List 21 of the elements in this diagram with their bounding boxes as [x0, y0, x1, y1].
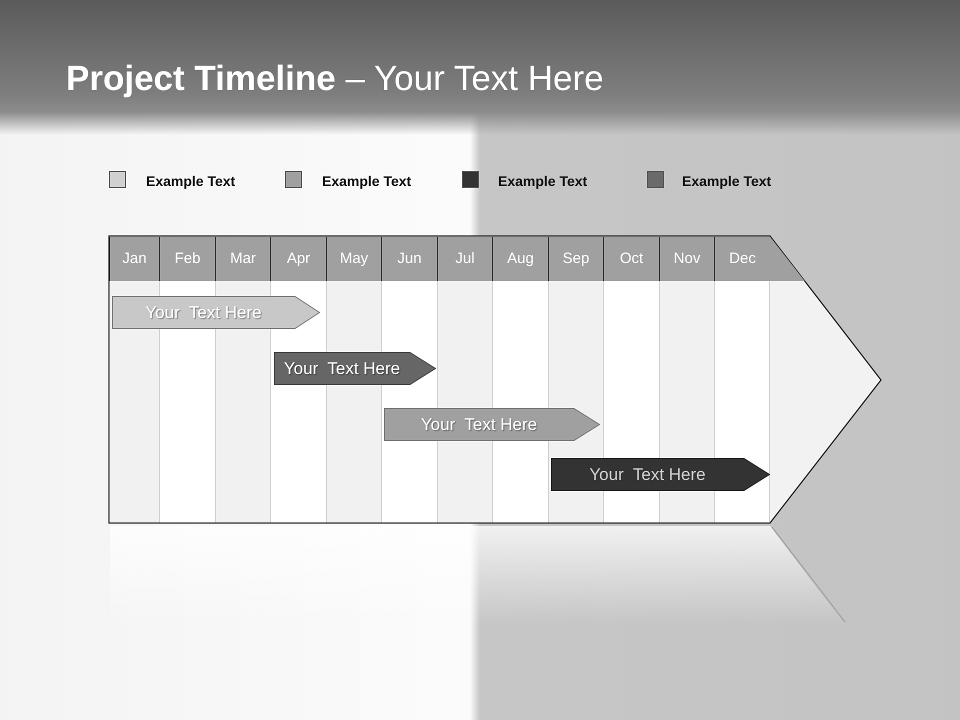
month-header-cell: Aug [492, 237, 548, 281]
month-header-cell: Apr [270, 237, 326, 281]
legend-label: Example Text [498, 172, 588, 190]
gantt-bar: Your Text Here [384, 408, 600, 441]
gantt-bar: Your Text Here [112, 296, 320, 329]
slide-title: Project Timeline – Your Text Here [66, 58, 604, 100]
gantt-bar: Your Text Here [274, 352, 436, 385]
month-header-cell: Mar [215, 237, 270, 281]
legend-label: Example Text [682, 172, 772, 190]
month-header-cell: Jul [437, 237, 492, 281]
legend-label: Example Text [322, 172, 412, 190]
month-header-cell: Jan [109, 237, 159, 281]
month-header-cell: Sep [548, 237, 603, 281]
month-header-cell: Oct [603, 237, 659, 281]
gantt-bar: Your Text Here [551, 458, 770, 491]
legend-label: Example Text [146, 172, 236, 190]
month-header-cell: Nov [659, 237, 714, 281]
month-header-cell: Jun [381, 237, 437, 281]
month-header-cell: Feb [159, 237, 215, 281]
month-header-cell: Dec [714, 237, 770, 281]
month-header-cell: May [326, 237, 381, 281]
